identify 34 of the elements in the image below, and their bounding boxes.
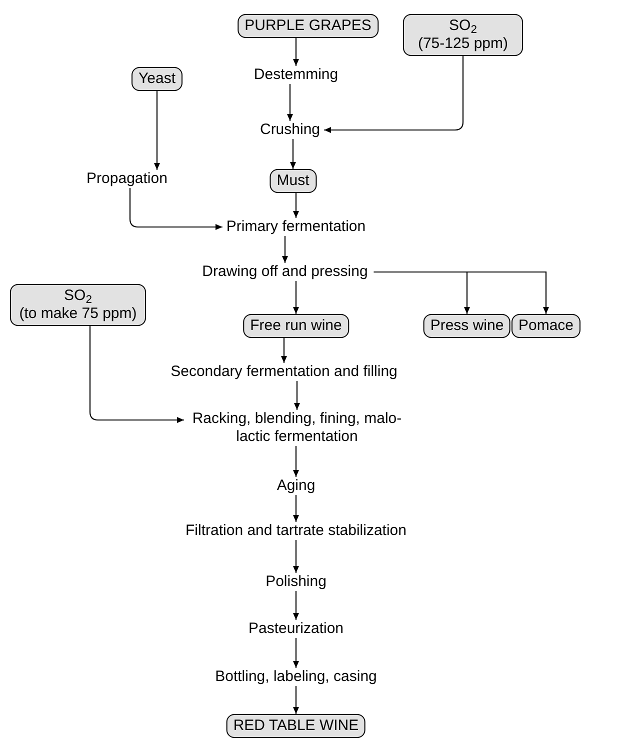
process-box: PURPLE GRAPES	[238, 14, 378, 38]
process-box: SO$_{2}$ (75-125 ppm)	[403, 14, 523, 56]
arrow	[293, 495, 299, 522]
arrow	[281, 338, 287, 363]
process-box: Pomace	[511, 314, 581, 338]
arrow	[293, 38, 299, 66]
step-label: Aging	[274, 477, 318, 495]
process-box: Yeast	[132, 67, 182, 91]
arrow	[293, 540, 299, 573]
process-box: Must	[270, 169, 316, 193]
step-label: Secondary fermentation and filling	[168, 363, 400, 381]
step-label: Propagation	[84, 170, 170, 188]
process-box: SO$_{2}$ (to make 75 ppm)	[10, 284, 146, 326]
step-label: Bottling, labeling, casing	[213, 668, 379, 686]
arrow	[290, 139, 296, 169]
arrow	[293, 591, 299, 620]
arrow	[294, 381, 300, 410]
process-box: Free run wine	[243, 314, 349, 338]
arrow	[293, 193, 299, 218]
arrow	[374, 271, 549, 314]
arrow	[293, 638, 299, 668]
arrow	[129, 188, 222, 230]
arrow	[282, 236, 288, 263]
arrow	[293, 281, 299, 314]
arrow	[293, 686, 299, 714]
step-label: Polishing	[264, 573, 328, 591]
arrow	[89, 326, 184, 423]
arrow	[293, 446, 299, 477]
arrow	[287, 84, 293, 121]
process-box: Press wine	[423, 314, 511, 338]
arrow	[154, 91, 160, 170]
process-box: RED TABLE WINE	[226, 714, 366, 738]
step-label: Drawing off and pressing	[200, 263, 370, 281]
arrow	[324, 56, 464, 133]
